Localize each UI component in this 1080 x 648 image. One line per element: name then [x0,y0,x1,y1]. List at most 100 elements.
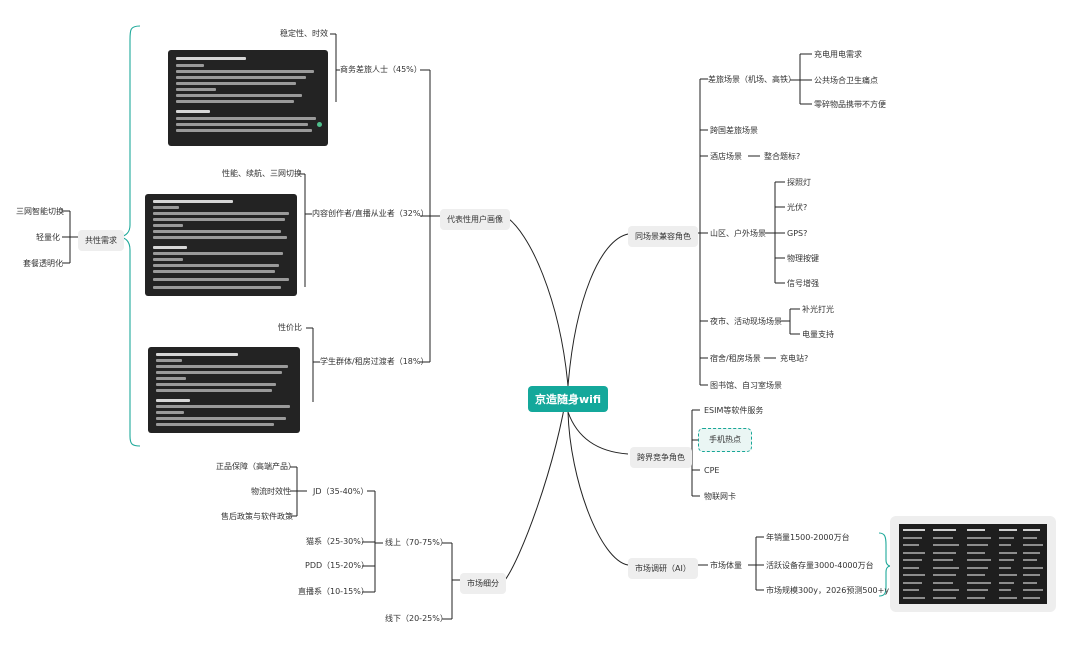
market-pdd[interactable]: PDD（15-20%） [305,561,369,570]
scenario-outdoor[interactable]: 山区、户外场景 [710,229,766,238]
scenario-dorm[interactable]: 宿舍/租房场景 [710,354,761,363]
table-cell-placeholder [999,596,1017,599]
table-cell-placeholder [1023,581,1037,584]
persona-student[interactable]: 学生群体/租房过渡者（18%） [320,357,429,366]
persona-creator[interactable]: 内容创作者/直播从业者（32%） [312,209,429,218]
table-cell-placeholder [999,574,1017,576]
outdoor-gps[interactable]: GPS? [787,229,808,238]
table-cell-placeholder [967,566,988,569]
research-node[interactable]: 市场调研（AI） [628,558,698,579]
travel-carry[interactable]: 零碎物品携带不方便 [814,100,886,109]
persona-business[interactable]: 商务差旅人士（45%） [340,65,422,74]
table-cell-placeholder [933,551,956,554]
outdoor-signal[interactable]: 信号增强 [787,279,819,288]
travel-hygiene[interactable]: 公共场合卫生痛点 [814,76,878,85]
table-cell-placeholder [999,551,1017,554]
table-cell-placeholder [903,581,922,584]
table-cell-placeholder [1023,574,1040,576]
scenario-night-market[interactable]: 夜市、活动现场场景 [710,317,782,326]
table-cell-placeholder [933,529,956,531]
competitor-node[interactable]: 跨界竞争角色 [630,447,692,468]
table-cell-placeholder [903,551,925,554]
table-cell-placeholder [967,589,988,591]
table-cell-placeholder [903,544,919,546]
jd-logistics[interactable]: 物流时效性 [251,487,291,496]
outdoor-solar[interactable]: 光伏? [787,203,808,212]
table-cell-placeholder [933,596,956,599]
competitor-cpe[interactable]: CPE [704,466,720,475]
table-cell-placeholder [1023,596,1040,599]
table-cell-placeholder [903,559,922,561]
scenario-node[interactable]: 同场景兼容角色 [628,226,698,247]
volume-size[interactable]: 市场规模300y，2026预测500+y [766,586,890,595]
table-cell-placeholder [903,536,922,539]
table-cell-placeholder [933,589,959,591]
table-cell-placeholder [967,559,991,561]
need-item[interactable]: 三网智能切换 [16,207,64,216]
table-cell-placeholder [933,566,959,569]
scenario-cross-border[interactable]: 跨国差旅场景 [710,126,758,135]
table-cell-placeholder [999,536,1014,539]
table-cell-placeholder [903,574,925,576]
table-cell-placeholder [967,574,985,576]
market-segment-node[interactable]: 市场细分 [460,573,506,594]
market-live[interactable]: 直播系（10-15%） [298,587,369,596]
table-cell-placeholder [1023,589,1043,591]
market-jd[interactable]: JD（35-40%） [313,487,369,496]
competitor-esim[interactable]: ESIM等软件服务 [704,406,764,415]
table-cell-placeholder [1023,529,1040,531]
table-cell-placeholder [903,596,925,599]
table-cell-placeholder [999,581,1014,584]
common-needs-node[interactable]: 共性需求 [78,230,124,251]
persona-student-note[interactable]: 性价比 [278,323,302,332]
table-cell-placeholder [1023,559,1037,561]
table-cell-placeholder [999,566,1011,569]
table-cell-placeholder [1023,536,1037,539]
travel-charging[interactable]: 充电用电需求 [814,50,862,59]
table-cell-placeholder [903,566,919,569]
jd-authentic[interactable]: 正品保障（高端产品） [216,462,296,471]
scenario-travel[interactable]: 差旅场景（机场、高铁） [708,75,796,84]
research-table-image-inner [899,524,1047,604]
table-cell-placeholder [1023,544,1043,546]
market-volume[interactable]: 市场体量 [710,561,742,570]
night-power[interactable]: 电量支持 [802,330,834,339]
outdoor-flashlight[interactable]: 探照灯 [787,178,811,187]
persona-student-doc-image [148,347,300,433]
market-offline[interactable]: 线下（20-25%） [385,614,448,623]
root-node[interactable]: 京造随身wifi [528,386,608,412]
table-cell-placeholder [903,589,919,591]
need-item[interactable]: 轻量化 [36,233,60,242]
table-cell-placeholder [1023,566,1043,569]
market-tmall[interactable]: 猫系（25-30%） [306,537,369,546]
table-cell-placeholder [967,596,985,599]
table-cell-placeholder [999,529,1017,531]
table-cell-placeholder [999,559,1014,561]
table-cell-placeholder [933,559,953,561]
need-item[interactable]: 套餐透明化 [23,259,63,268]
table-cell-placeholder [933,581,953,584]
table-cell-placeholder [967,536,991,539]
competitor-iot-card[interactable]: 物联网卡 [704,492,736,501]
table-cell-placeholder [967,544,988,546]
table-cell-placeholder [999,544,1011,546]
dorm-child[interactable]: 充电站? [780,354,809,363]
scenario-library[interactable]: 图书馆、自习室场景 [710,381,782,390]
volume-active[interactable]: 活跃设备存量3000-4000万台 [766,561,874,570]
scenario-hotel[interactable]: 酒店场景 [710,152,742,161]
competitor-hotspot[interactable]: 手机热点 [698,428,752,452]
outdoor-physical-keys[interactable]: 物理按键 [787,254,819,263]
table-cell-placeholder [967,551,985,554]
persona-business-note[interactable]: 稳定性、时效 [280,29,328,38]
market-online[interactable]: 线上（70-75%） [385,538,448,547]
jd-aftersales[interactable]: 售后政策与软件政策 [221,512,293,521]
night-fill-light[interactable]: 补光打光 [802,305,834,314]
volume-sales[interactable]: 年销量1500-2000万台 [766,533,850,542]
research-table-image [890,516,1056,612]
persona-creator-note[interactable]: 性能、续航、三网切换 [222,169,302,178]
persona-node[interactable]: 代表性用户画像 [440,209,510,230]
table-cell-placeholder [933,536,953,539]
hotel-child[interactable]: 整合题标? [764,152,801,161]
table-cell-placeholder [999,589,1011,591]
